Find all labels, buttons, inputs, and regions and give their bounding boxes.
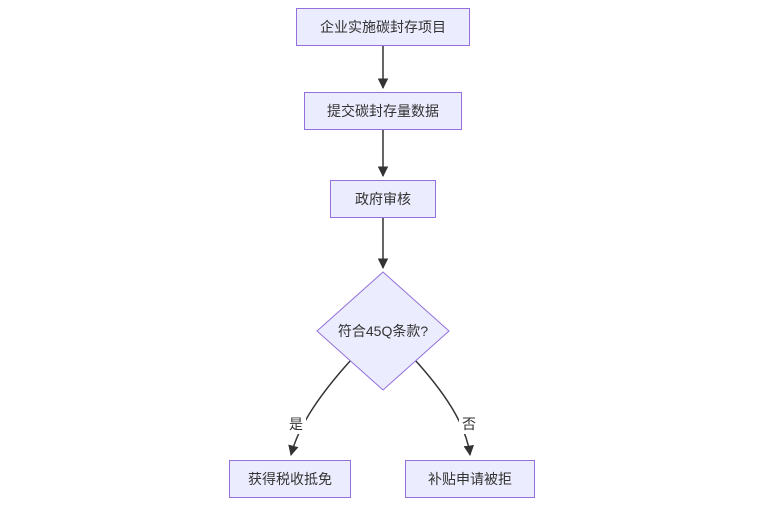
- edge-label-yes: 是: [286, 414, 306, 434]
- node-rejected: 补贴申请被拒: [405, 460, 535, 498]
- node-rejected-label: 补贴申请被拒: [428, 471, 512, 487]
- node-submit: 提交碳封存量数据: [304, 92, 462, 130]
- node-submit-label: 提交碳封存量数据: [327, 103, 439, 119]
- node-decision-label: 符合45Q条款?: [337, 323, 429, 339]
- node-start-label: 企业实施碳封存项目: [320, 19, 446, 35]
- edge-decision-to-approved: [288, 359, 352, 457]
- node-review: 政府审核: [330, 180, 436, 218]
- node-approved: 获得税收抵免: [229, 460, 351, 498]
- node-approved-label: 获得税收抵免: [248, 471, 332, 487]
- edge-decision-to-rejected: [414, 359, 474, 457]
- node-review-label: 政府审核: [355, 191, 411, 207]
- edge-label-no: 否: [459, 414, 479, 434]
- node-start: 企业实施碳封存项目: [296, 8, 470, 46]
- decision-node-shape: [316, 271, 450, 391]
